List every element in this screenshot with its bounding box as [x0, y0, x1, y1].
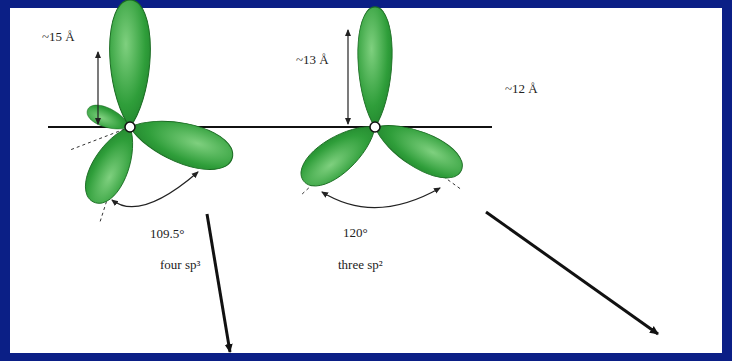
bond-length: ~13 Å: [296, 53, 329, 67]
hybrid-caption: three sp²: [338, 258, 383, 272]
bond-angle: 120°: [343, 226, 368, 240]
bond-length: ~15 Å: [42, 30, 75, 44]
bond-angle: 109.5°: [150, 227, 184, 241]
hybrid-caption: four sp³: [160, 258, 200, 272]
bond-length: ~12 Å: [505, 82, 538, 96]
